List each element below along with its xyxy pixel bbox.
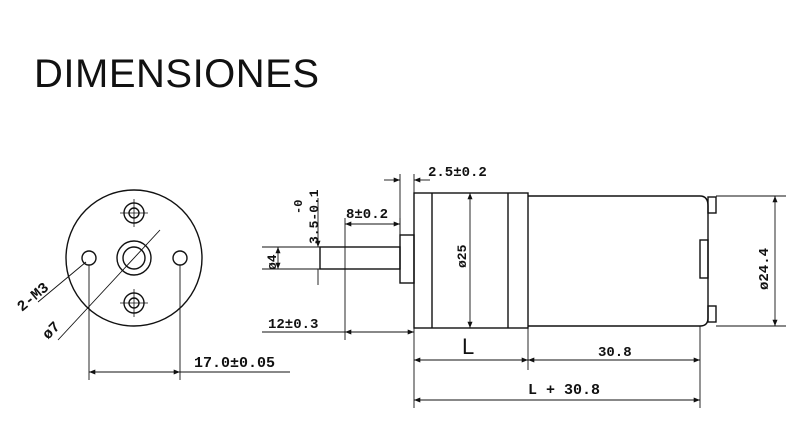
shaft: [319, 246, 401, 270]
motor-length-label: 30.8: [598, 345, 632, 361]
gearbox-body: [413, 192, 529, 329]
shaft-circle: [122, 246, 146, 270]
front-view: [37, 189, 290, 380]
side-hole-left: [81, 250, 97, 266]
motor-terminal-bottom: [707, 305, 717, 323]
shaft-bushing: [399, 234, 415, 284]
total-length-label: L + 30.8: [528, 382, 600, 399]
motor-connector: [699, 239, 709, 279]
page-title: DIMENSIONES: [34, 52, 320, 96]
mounting-hole-top: [120, 199, 148, 227]
gearbox-length-label: L: [462, 334, 474, 359]
front-outer-circle: [65, 189, 203, 327]
front-shaft-diameter-label: ø7: [40, 319, 65, 344]
shaft-flat-tolerance-label: 3.5-0.1: [307, 189, 322, 244]
gearbox-diameter-label: ø25: [455, 244, 470, 268]
shaft-length-label: 12±0.3: [268, 317, 318, 333]
shaft-flat-length-label: 8±0.2: [346, 207, 388, 223]
side-hole-right: [172, 250, 188, 266]
motor-terminal-top: [707, 196, 717, 214]
hole-spacing-label: 17.0±0.05: [194, 355, 275, 372]
motor-body: [528, 195, 709, 327]
shaft-diameter-label: ø4: [265, 254, 280, 270]
mounting-hole-bottom: [120, 289, 148, 317]
motor-diameter-label: ø24.4: [757, 248, 773, 290]
side-view: [262, 174, 786, 408]
screw-label: 2-M3: [14, 280, 53, 316]
shaft-boss: [116, 240, 152, 276]
flange-thickness-label: 2.5±0.2: [428, 165, 487, 181]
shaft-flat-upper-tol-label: -0: [292, 200, 306, 214]
